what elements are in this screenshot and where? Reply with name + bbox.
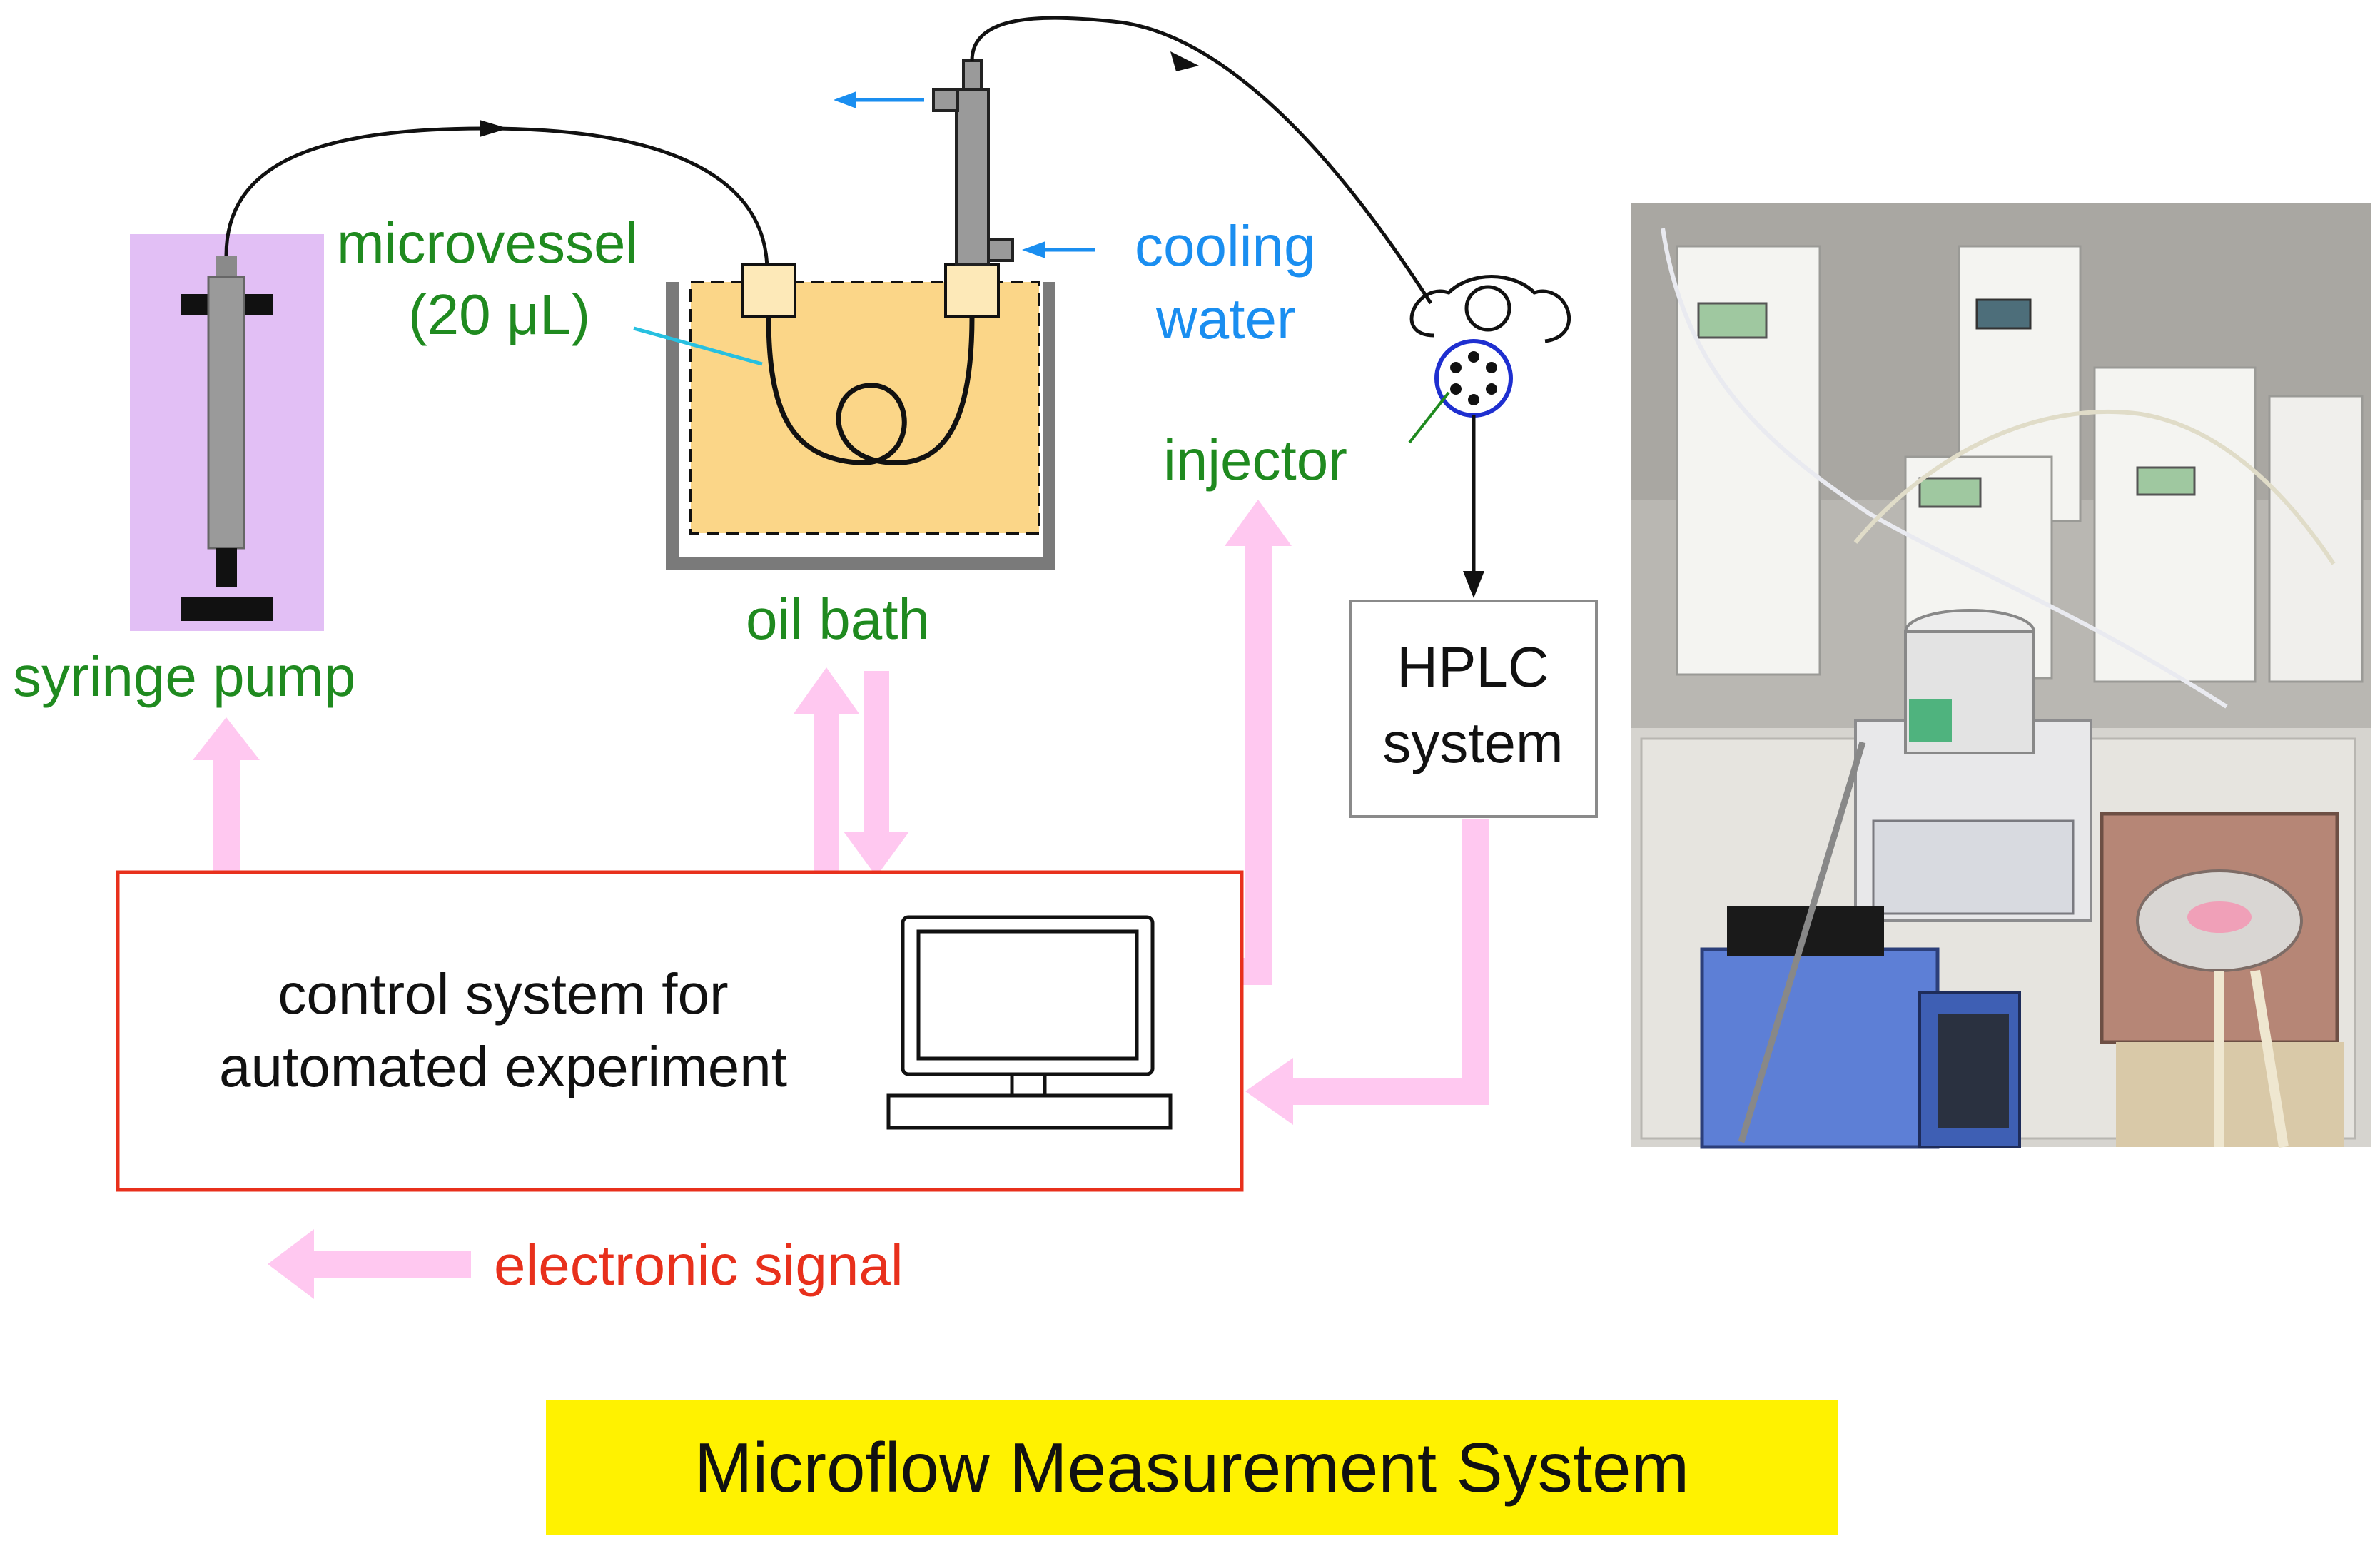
hplc-label: HPLC: [1397, 635, 1549, 699]
injector-label: injector: [1163, 428, 1347, 492]
signal-to-injector-head: [1225, 500, 1292, 546]
signal-to-injector: [1245, 542, 1272, 985]
microvessel-coil: [766, 316, 975, 465]
cooling-water-label-2: water: [1155, 287, 1296, 350]
signal-arrows: [193, 500, 1489, 1299]
flow-arrow-1: [480, 120, 508, 137]
cooling-water-in-head: [1022, 241, 1045, 258]
signal-to-injector-elbow: [1242, 958, 1272, 985]
tube-vessel-to-injector: [970, 16, 1433, 305]
legend-signal-arrow: [313, 1251, 471, 1278]
signal-to-syringe: [213, 760, 240, 874]
microvessel-port-in: [741, 263, 796, 318]
syringe-pump: [130, 234, 324, 631]
signal-from-hplc: [1462, 819, 1489, 1105]
signal-from-hplc-head: [1245, 1058, 1293, 1125]
control-system-label-2: automated experiment: [219, 1035, 787, 1098]
microvessel-pointer-line: [633, 326, 763, 366]
cooling-water-out-head: [834, 91, 856, 108]
signal-from-bath-head: [844, 832, 909, 876]
microvessel-port-out: [944, 263, 1000, 318]
flow-arrow-3: [1463, 571, 1484, 598]
condenser: [932, 59, 1014, 266]
injector-pointer-line: [1408, 391, 1450, 444]
signal-to-syringe-head: [193, 717, 260, 760]
oil-bath-oil: [689, 281, 1040, 535]
hplc-label-2: system: [1382, 711, 1563, 774]
flow-arrow-2: [1170, 51, 1199, 71]
microvessel-label: microvessel: [337, 211, 638, 275]
signal-from-bath: [864, 671, 889, 832]
lab-setup-photo: [1631, 203, 2371, 1149]
syringe-pump-label: syringe pump: [13, 645, 355, 708]
title-banner: [546, 1400, 1838, 1535]
legend-signal-arrow-head: [268, 1229, 314, 1299]
microvessel-volume-label: (20 μL): [408, 283, 590, 346]
desktop-computer-icon: [886, 915, 1173, 1130]
syringe-icon: [181, 256, 273, 621]
signal-to-bath: [814, 714, 839, 874]
cooling-water-label: cooling: [1135, 214, 1316, 278]
control-system-label: control system for: [278, 962, 728, 1026]
legend-signal-label: electronic signal: [494, 1233, 903, 1297]
oil-bath: [666, 263, 1055, 570]
oil-bath-container: [666, 282, 1055, 570]
signal-to-bath-head: [794, 667, 859, 714]
hplc-system-box: [1349, 600, 1598, 818]
signal-from-hplc-horizontal: [1292, 1078, 1489, 1105]
six-port-valve-icon: [1409, 275, 1571, 418]
page-title: Microflow Measurement System: [694, 1428, 1689, 1507]
oil-bath-label: oil bath: [746, 587, 930, 651]
